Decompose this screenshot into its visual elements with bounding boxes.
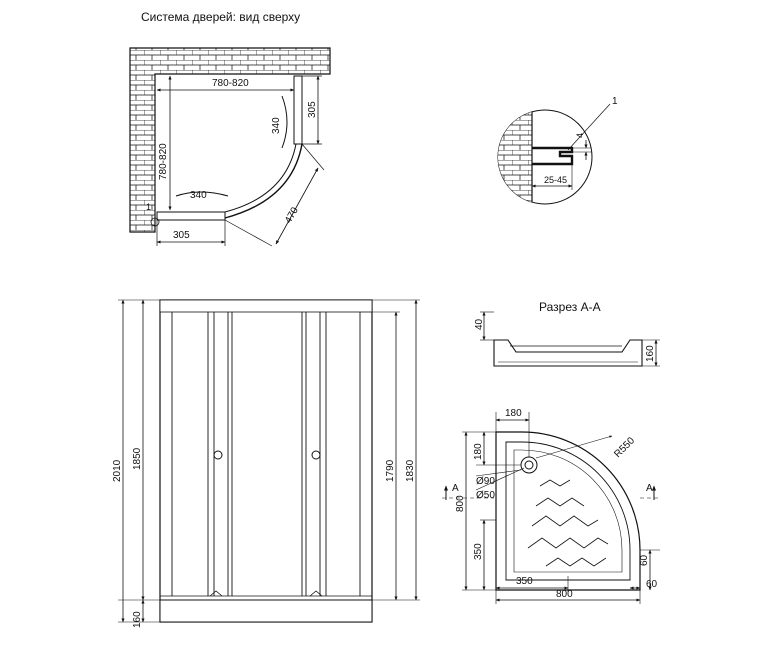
dim-drain-y: 180	[473, 443, 484, 460]
dim-door-right: 340	[271, 117, 282, 134]
dim-side-panel-right: 305	[307, 101, 318, 118]
dim-straight-x: 350	[516, 576, 533, 587]
side-panel-bottom	[156, 211, 226, 221]
drain-inner	[524, 460, 534, 470]
detail-view: 4 25-45 1	[497, 96, 618, 205]
dim-rim-x: 60	[646, 579, 658, 590]
dim-inner-height: 1790	[385, 459, 396, 482]
door-handle-left	[213, 450, 223, 460]
front-view: 2010 1850 160 1790 1830	[112, 299, 420, 628]
shower-tray	[159, 599, 373, 623]
section-mark-left: A	[452, 483, 459, 494]
dim-door-height: 1850	[132, 447, 143, 470]
detail-callout: 1	[612, 96, 618, 107]
dim-rim-y: 60	[639, 554, 650, 566]
dim-depth-range: 780-820	[158, 143, 169, 180]
dim-tray-depth: 800	[455, 495, 466, 512]
label-radius: R550	[612, 435, 637, 460]
dim-tray-height: 160	[132, 611, 143, 628]
top-view: 780-820 780-820 305 340 340 305 470	[129, 47, 331, 247]
dim-straight-y: 350	[473, 543, 484, 560]
dim-total-height: 2010	[112, 459, 123, 482]
curved-door-inner	[224, 143, 297, 213]
dim-rim-height: 40	[474, 318, 485, 330]
dim-panel-height: 1830	[405, 459, 416, 482]
section-title: Разрез А-А	[539, 300, 601, 314]
enclosure-outline	[159, 299, 373, 623]
dim-side-panel-bottom: 305	[173, 230, 190, 241]
dim-drain-x: 180	[505, 408, 522, 419]
label-drain-d50: Ø50	[476, 490, 495, 501]
dim-tray-width: 800	[556, 589, 573, 600]
dim-section-tray-height: 160	[645, 345, 656, 362]
dim-width-range: 780-820	[212, 78, 249, 89]
tray-section	[493, 339, 643, 367]
section-view: 40 160	[474, 311, 660, 367]
top-view-title: Система дверей: вид сверху	[141, 10, 301, 24]
top-view-callout: 1	[146, 202, 151, 212]
tray-outline	[495, 431, 641, 591]
side-panel-right	[293, 75, 303, 145]
detail-profile-range: 25-45	[544, 175, 567, 185]
top-rail	[159, 299, 373, 313]
section-mark-right: A	[646, 483, 653, 494]
tray-plan: 180 180 800 350 Ø90 Ø50 R550	[442, 408, 660, 604]
dim-door-bottom: 340	[190, 190, 207, 201]
detail-gap: 4	[575, 133, 585, 138]
dim-arc-radius: 470	[283, 205, 301, 225]
label-drain-d90: Ø90	[476, 476, 495, 487]
door-handle-right	[311, 450, 321, 460]
